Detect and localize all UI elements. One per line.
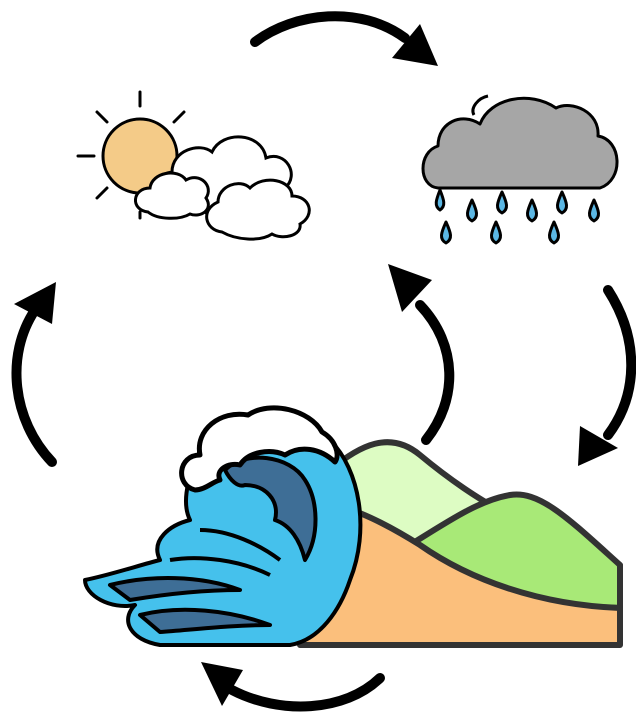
arrow-middle xyxy=(388,264,449,440)
arrow-sun-to-rain xyxy=(255,16,438,66)
arrow-bottom xyxy=(201,662,380,706)
arrow-rain-to-ocean xyxy=(578,290,631,466)
ocean-wave-and-hills-icon xyxy=(85,408,620,645)
sun-behind-clouds-icon xyxy=(78,92,309,239)
rain-cloud xyxy=(423,98,617,188)
rain-cloud-icon xyxy=(423,96,617,243)
cloud-medium xyxy=(207,180,310,239)
arrow-ocean-to-sun xyxy=(14,282,56,462)
raindrops xyxy=(436,190,598,243)
